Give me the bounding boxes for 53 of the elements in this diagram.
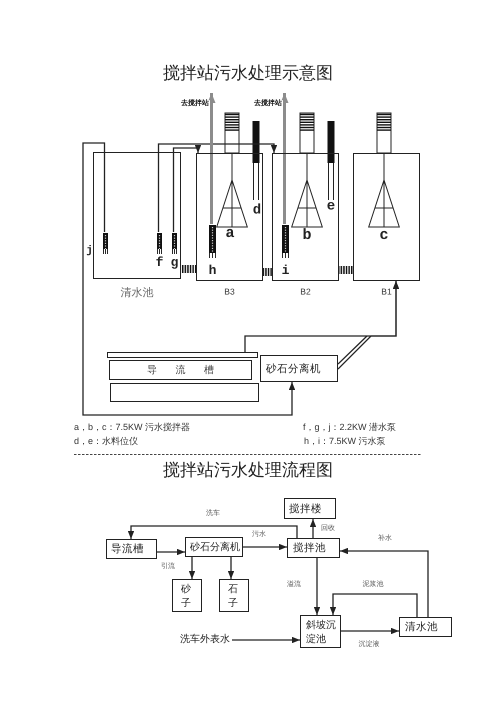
diagram-title: 搅拌站污水处理示意图 xyxy=(163,64,333,84)
flow-arrow xyxy=(280,93,288,224)
note-text: h，i：7.5KW 污水泵 xyxy=(304,437,386,447)
trough-rim xyxy=(107,352,258,358)
part-letter: h xyxy=(208,264,216,278)
part-letter: d xyxy=(252,203,262,219)
process-box: 砂子 xyxy=(172,579,202,612)
part-letter: f xyxy=(156,256,164,270)
flow-arrow xyxy=(228,557,234,579)
flow-arrow xyxy=(341,628,399,634)
part-letter: c xyxy=(380,228,388,244)
note-text: a，b，c：7.5KW 污水搅拌器 xyxy=(74,423,190,433)
flow-arrow xyxy=(310,519,316,538)
section-title: 搅拌站污水处理流程图 xyxy=(163,462,333,480)
flow-arrow xyxy=(82,142,296,416)
process-box: 搅拌池 xyxy=(287,538,340,558)
flow-arrow xyxy=(340,548,429,617)
flow-arrow xyxy=(157,548,185,556)
process-box: 清水池 xyxy=(399,617,452,637)
process-box: 搅拌楼 xyxy=(284,498,336,519)
tank-label: B3 xyxy=(224,287,235,297)
pipe-fitting xyxy=(263,268,272,276)
trough-base xyxy=(110,383,259,402)
flow-arrow xyxy=(337,280,400,370)
tank-label: B2 xyxy=(300,287,311,297)
flow-arrow xyxy=(208,93,216,224)
flow-arrow xyxy=(188,557,196,579)
pipe-fitting xyxy=(339,266,353,274)
process-box: 石子 xyxy=(219,579,249,612)
tank-label: B1 xyxy=(381,287,392,297)
pipe-fitting xyxy=(181,265,196,273)
note-text: f，g，j：2.2KW 潜水泵 xyxy=(303,423,396,433)
flow-arrow xyxy=(232,636,300,644)
tank-label: 清水池 xyxy=(120,286,154,300)
part-letter: g xyxy=(170,256,178,270)
flow-arrow xyxy=(128,525,298,539)
flow-arrow xyxy=(158,143,278,232)
flow-arrow xyxy=(330,593,418,617)
part-letter: i xyxy=(282,264,290,278)
part-letter: a xyxy=(226,226,234,242)
flow-arrow xyxy=(243,544,287,550)
part-letter: j xyxy=(86,244,93,258)
flow-arrow xyxy=(172,145,202,232)
source-label: 洗车外表水 xyxy=(180,633,230,647)
trough-box: 导 流 槽 xyxy=(109,360,252,380)
process-box: 导流槽 xyxy=(106,539,157,559)
process-box: 砂石分离机 xyxy=(185,537,243,557)
part-letter: b xyxy=(302,228,312,244)
flow-arrow xyxy=(314,558,320,615)
note-text: d，e：水料位仪 xyxy=(74,437,138,447)
separator-box: 砂石分离机 xyxy=(260,355,338,382)
part-letter: e xyxy=(326,199,336,215)
process-box: 斜坡沉淀池 xyxy=(300,615,341,648)
